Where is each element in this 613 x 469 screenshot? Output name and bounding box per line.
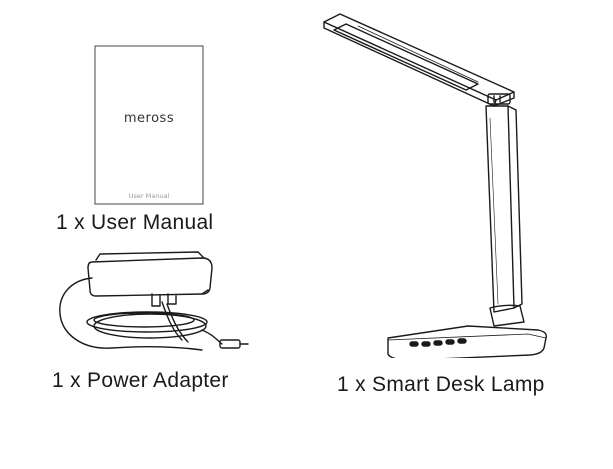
manual-brand-text: meross xyxy=(124,111,174,126)
desk-lamp-figure xyxy=(318,8,548,358)
desk-lamp-icon xyxy=(323,13,548,358)
power-adapter-icon xyxy=(59,251,249,351)
desk-lamp-caption: 1 x Smart Desk Lamp xyxy=(337,373,545,396)
power-adapter-figure xyxy=(52,250,252,360)
power-adapter-caption: 1 x Power Adapter xyxy=(52,369,229,392)
user-manual-caption: 1 x User Manual xyxy=(56,211,214,234)
manual-cover-label: User Manual xyxy=(129,192,170,200)
user-manual-icon: meross User Manual xyxy=(94,45,204,205)
user-manual-figure: meross User Manual xyxy=(94,45,204,205)
